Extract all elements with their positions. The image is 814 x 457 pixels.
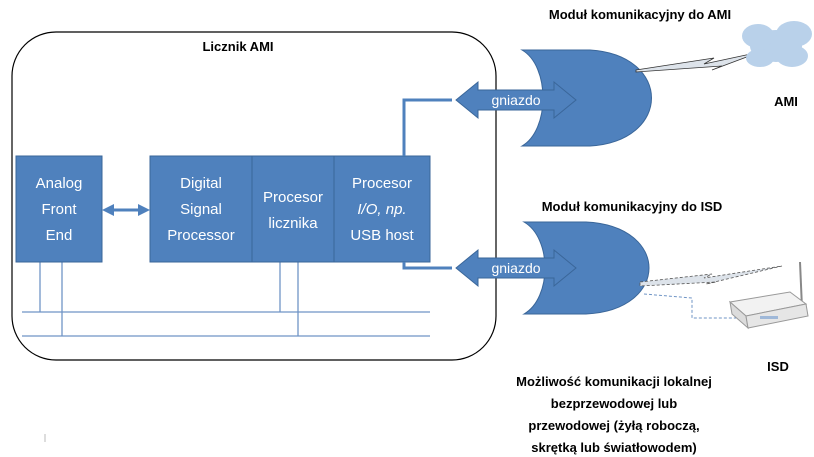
svg-text:Processor: Processor (167, 227, 235, 244)
isd-target-label: ISD (767, 359, 789, 374)
meter-outline (11, 31, 497, 361)
svg-text:Front: Front (41, 201, 77, 218)
svg-text:Digital: Digital (180, 175, 222, 192)
isd-socket-label: gniazdo (491, 260, 540, 276)
ami-socket-arrow (455, 80, 577, 120)
ami-socket-label: gniazdo (491, 92, 540, 108)
svg-text:End: End (46, 227, 73, 244)
svg-text:Analog: Analog (36, 175, 83, 192)
ami-target-label: AMI (774, 94, 798, 109)
io-to-ami-line (402, 98, 452, 156)
block-analog-front-end: Analog Front End (15, 155, 103, 263)
ami-wireless-bolt (635, 51, 761, 73)
isd-wired-link (643, 293, 736, 319)
svg-text:Możliwość komunikacji lokalne: Możliwość komunikacji lokalnej (516, 374, 712, 389)
ami-module: gniazdo (455, 49, 652, 147)
svg-text:licznika: licznika (268, 215, 318, 232)
svg-text:bezprzewodowej lub: bezprzewodowej lub (551, 396, 677, 411)
ami-cloud-icon (742, 21, 812, 67)
svg-text:USB host: USB host (350, 227, 414, 244)
ami-module-title: Moduł komunikacyjny do AMI (549, 7, 731, 22)
block-io-processor: Procesor I/O, np. USB host (333, 155, 431, 263)
communication-note: Możliwość komunikacji lokalnej bezprzewo… (516, 374, 712, 455)
svg-text:Signal: Signal (180, 201, 222, 218)
isd-module: gniazdo (455, 221, 650, 315)
isd-module-title: Moduł komunikacyjny do ISD (542, 199, 723, 214)
svg-text:przewodowej (żyłą roboczą,: przewodowej (żyłą roboczą, (528, 418, 699, 433)
io-to-isd-line (402, 262, 452, 270)
meter-title: Licznik AMI (202, 39, 273, 54)
svg-text:skrętką lub światłowodem): skrętką lub światłowodem) (531, 440, 696, 455)
svg-text:Procesor: Procesor (352, 175, 412, 192)
svg-text:Procesor: Procesor (263, 189, 323, 206)
isd-wireless-bolt (639, 265, 783, 287)
isd-module-shape (522, 221, 650, 315)
isd-socket-arrow (455, 248, 577, 288)
router-icon (728, 261, 809, 330)
svg-text:I/O, np.: I/O, np. (357, 201, 406, 218)
ami-module-shape (520, 49, 652, 147)
block-dsp: Digital Signal Processor (149, 155, 253, 263)
block-meter-processor: Procesor licznika (251, 155, 335, 263)
